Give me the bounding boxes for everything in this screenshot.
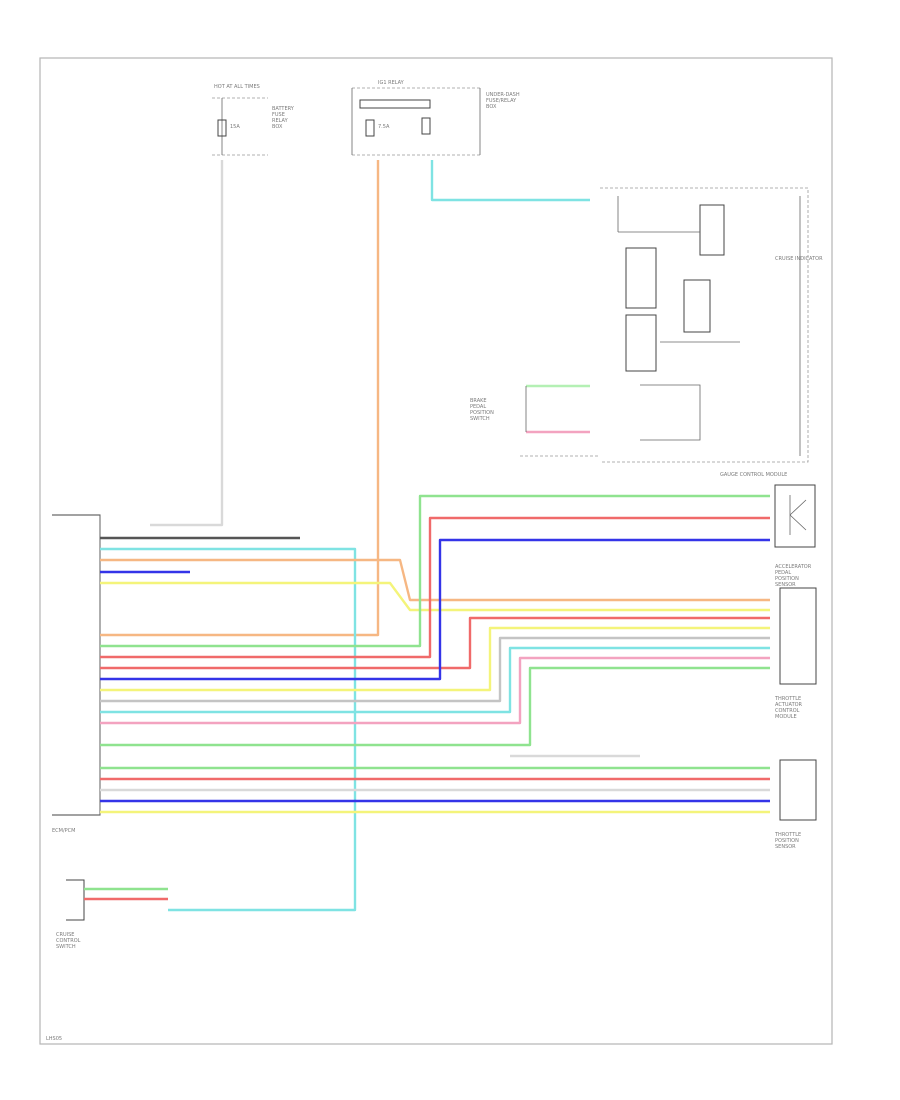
ecm-wire-2 <box>100 558 770 602</box>
hot-at-all-times-label: HOT AT ALL TIMES <box>214 84 260 90</box>
cruise-indicator-label: CRUISE INDICATOR <box>775 256 823 262</box>
wire-wht-power <box>150 160 224 527</box>
ecm-wire-7 <box>100 616 770 670</box>
ecm-wire-8 <box>100 538 770 681</box>
ecm-wire-11 <box>100 646 770 714</box>
ecm-wire-6 <box>100 516 770 659</box>
footer-code: LHS05 <box>46 1036 62 1042</box>
fuse-15a-label: 15A <box>230 124 240 130</box>
ecm-wire-13 <box>100 666 770 747</box>
ecm-pcm-label: ECM/PCM <box>52 828 75 834</box>
ecm-wire-4 <box>100 581 770 612</box>
diagram-frame <box>39 57 833 1045</box>
ecm-wire-9 <box>100 626 770 692</box>
gauge-control-module-label: GAUGE CONTROL MODULE <box>720 472 787 478</box>
wire-ltblu-gauge <box>430 160 590 202</box>
ig1-relay-label: IG1 RELAY <box>378 80 405 86</box>
ecm-wire-1 <box>100 547 357 912</box>
ecm-wire-12 <box>100 656 770 725</box>
wire-orn-ig1 <box>100 160 380 637</box>
ecm-wire-10 <box>100 636 770 703</box>
ecm-pcm: ECM/PCM <box>52 514 101 834</box>
ecm-wire-5 <box>100 494 770 648</box>
gauge-control-module: GAUGE CONTROL MODULE CRUISE INDICATOR <box>600 187 823 478</box>
wire-group <box>100 160 770 912</box>
fuse-7-5a-label: 7.5A <box>378 124 390 130</box>
